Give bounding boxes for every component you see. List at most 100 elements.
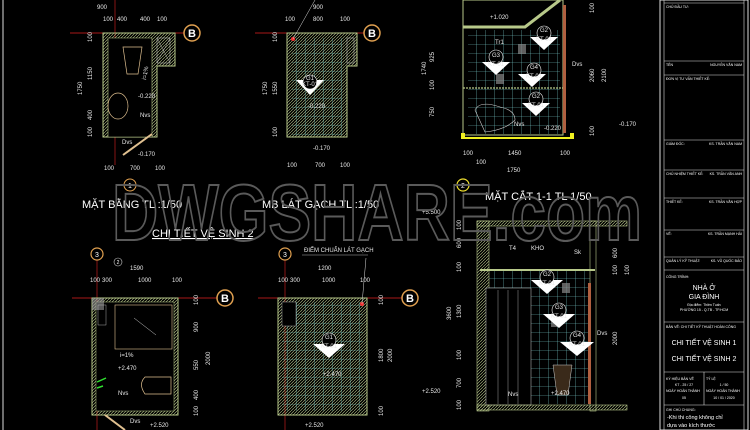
dim: 1450 bbox=[508, 151, 522, 157]
view-title: MẶT BẰNG TL :1/50 bbox=[82, 198, 182, 211]
level-label: -0.220 bbox=[308, 104, 326, 110]
group-title: CHI TIẾT VỆ SINH 2 bbox=[152, 227, 254, 240]
dim: 1550 bbox=[273, 81, 279, 95]
level-label: +2.520 bbox=[422, 389, 441, 395]
level-label: +2.470 bbox=[551, 391, 570, 397]
dim: 100 bbox=[340, 163, 351, 169]
tile-tag-code: G1 bbox=[306, 76, 315, 82]
view-title: MB LÁT GẠCH TL :1/50 bbox=[262, 198, 379, 211]
dim: 100 bbox=[379, 294, 385, 305]
slope-label: i=1% bbox=[142, 65, 150, 80]
title-block-left-text: THIẾT KẾ: bbox=[666, 199, 683, 204]
axis-bubble bbox=[183, 24, 201, 42]
dim: 600 bbox=[613, 247, 619, 258]
title-block-right-text: KS. TRẦN MẠNH HẢI bbox=[708, 231, 742, 236]
room-tag: Sk bbox=[574, 250, 582, 256]
axis-bubble bbox=[363, 24, 381, 42]
door-tag: Dvs bbox=[572, 62, 582, 68]
meta: 10 / 01 / 2020 bbox=[713, 396, 734, 400]
view-number: 1 bbox=[128, 183, 132, 190]
dim: 100 bbox=[90, 278, 101, 284]
dim: 300 bbox=[290, 278, 301, 284]
axis-label: B bbox=[221, 293, 229, 305]
tag-type: KT-01 bbox=[536, 37, 553, 43]
watermark-text: DWGSHARE.com bbox=[112, 168, 642, 257]
dim: 1300 bbox=[457, 304, 463, 318]
room-tag: Nvs bbox=[508, 392, 518, 398]
dim: 100 bbox=[88, 31, 94, 42]
project-label: CÔNG TRÌNH: bbox=[666, 274, 689, 279]
note-text: -Khi thi công không chỉ bbox=[667, 414, 723, 421]
partition bbox=[485, 287, 532, 406]
dim: 1750 bbox=[78, 81, 84, 95]
dim: 100 bbox=[273, 126, 279, 137]
dim: 400 bbox=[140, 17, 151, 23]
axis-label: B bbox=[368, 28, 376, 40]
level-label: +2.470 bbox=[323, 372, 342, 378]
dim: 100 bbox=[590, 125, 596, 136]
dim: 100 bbox=[625, 264, 631, 275]
dim: 900 bbox=[97, 5, 108, 11]
level-label: +2.520 bbox=[305, 423, 324, 429]
dim: 100 bbox=[103, 17, 114, 23]
title-block-right-text: KS. TRẦN VĂN NAM bbox=[709, 142, 742, 146]
sink-symbol bbox=[107, 92, 129, 120]
dim: 100 bbox=[590, 2, 596, 13]
plan-2-tiling: G1 KT-01 -0.220 -0.170 900 100 800 100 1… bbox=[255, 0, 381, 211]
dim: 800 bbox=[313, 17, 324, 23]
dim: 1000 bbox=[322, 278, 336, 284]
tag-type: KT-01 bbox=[539, 281, 556, 287]
title-block-right-text: KS. TRẦN VĂN HỢP bbox=[709, 200, 743, 204]
dim: 2060 bbox=[590, 68, 596, 82]
drawing-name: CHI TIẾT VỆ SINH 2 bbox=[672, 353, 737, 363]
dim: 100 bbox=[157, 17, 168, 23]
tag-code: G2 bbox=[540, 28, 549, 34]
room-label: KHO bbox=[531, 246, 544, 252]
dim: 2000 bbox=[613, 331, 619, 345]
view-number-bubble bbox=[456, 178, 470, 192]
room-tag: T4 bbox=[509, 246, 517, 252]
dim: 2000 bbox=[206, 351, 212, 365]
tag-type: KT-01 bbox=[526, 74, 543, 80]
section-ref: 2 bbox=[117, 260, 120, 266]
dim: 700 bbox=[457, 377, 463, 388]
tile-tag-type: KT-01 bbox=[302, 82, 319, 88]
slope-label: i=1% bbox=[120, 353, 134, 359]
floor-slab bbox=[476, 404, 628, 411]
view-number: 2 bbox=[461, 183, 465, 190]
dim: 100 bbox=[194, 405, 200, 416]
door-leaf bbox=[563, 5, 566, 133]
view-title: MẶT CẮT 1-1 TL 1/50 bbox=[485, 190, 592, 203]
room-tag: Nvs bbox=[118, 391, 128, 397]
view-number: 3 bbox=[95, 252, 99, 259]
dim: 750 bbox=[430, 106, 436, 117]
dim: 925 bbox=[430, 51, 436, 62]
level-label: -0.170 bbox=[313, 146, 331, 152]
project-address: Địa điểm: Thiền Tuấn bbox=[687, 303, 720, 307]
dim: 100 bbox=[457, 219, 463, 230]
door-symbol bbox=[104, 414, 126, 430]
dim: 900 bbox=[313, 5, 324, 11]
door-tag: Dvs bbox=[597, 331, 607, 337]
title-block-right-text: KS. VŨ QUỐC BẢO bbox=[711, 258, 743, 263]
dim: 100 bbox=[287, 163, 298, 169]
dim: 2100 bbox=[602, 68, 608, 82]
dim: 3600 bbox=[447, 306, 453, 320]
meta: 05 bbox=[682, 396, 686, 400]
stair-slab bbox=[463, 0, 561, 29]
dim: 400 bbox=[117, 17, 128, 23]
plan-4-tiling: ĐIỂM CHUẨN LÁT GẠCH G1 KT-01 +2.470 +2.5… bbox=[258, 247, 419, 430]
door-tag: Dvs bbox=[130, 419, 140, 425]
dim: 100 bbox=[278, 278, 289, 284]
drawing-name: CHI TIẾT VỆ SINH 1 bbox=[672, 337, 737, 347]
shaft bbox=[156, 37, 171, 64]
tag-code: G2 bbox=[543, 272, 552, 278]
meta: NGÀY HOÀN THÀNH bbox=[706, 389, 740, 393]
